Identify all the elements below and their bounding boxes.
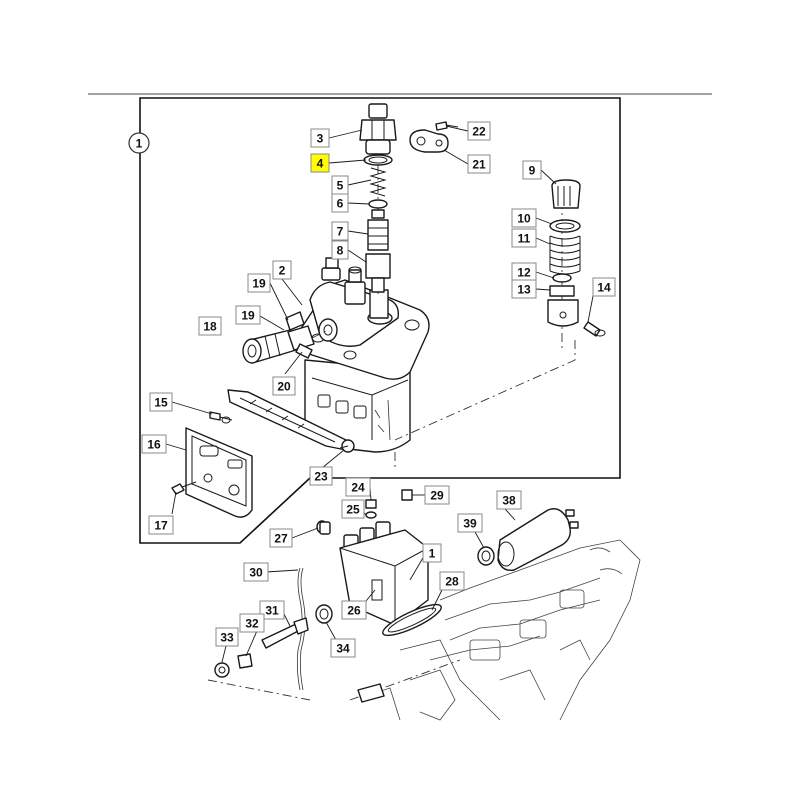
callout-11-text: 11 [518, 232, 531, 246]
callout-26-text: 26 [347, 604, 361, 618]
callout-4-text: 4 [317, 157, 324, 171]
callout-16[interactable]: 16 [141, 434, 167, 454]
group-frame [139, 97, 621, 544]
callout-17-text: 17 [154, 519, 168, 533]
injection-pump-body [298, 257, 430, 470]
callout-1[interactable]: 1 [422, 543, 442, 563]
callout-6-text: 6 [337, 197, 344, 211]
callout-30-text: 30 [249, 566, 263, 580]
callout-1-text: 1 [429, 547, 436, 561]
callout-8[interactable]: 8 [331, 240, 349, 260]
callout-17[interactable]: 17 [148, 515, 174, 535]
callout-11[interactable]: 11 [511, 228, 537, 248]
callout-23[interactable]: 23 [309, 466, 333, 486]
callout-32-text: 32 [245, 617, 259, 631]
callout-20[interactable]: 20 [272, 376, 296, 396]
cover-plate [171, 427, 253, 518]
callout-4[interactable]: 4 [310, 153, 330, 173]
callout-25[interactable]: 25 [341, 499, 365, 519]
callout-24[interactable]: 24 [345, 477, 371, 497]
callout-5-text: 5 [337, 179, 344, 193]
plunger-assembly [394, 179, 606, 441]
callout-15[interactable]: 15 [149, 392, 173, 412]
callout-21[interactable]: 21 [467, 154, 491, 174]
callout-19-lower[interactable]: 19 [235, 305, 261, 325]
inlet-fitting-19 [242, 311, 329, 364]
callout-21-text: 21 [472, 158, 486, 172]
callout-31-text: 31 [265, 604, 279, 618]
callout-19-lower-text: 19 [241, 309, 255, 323]
callout-28-text: 28 [445, 575, 459, 589]
engine-block-outline [357, 539, 641, 721]
callout-6[interactable]: 6 [331, 193, 349, 213]
callout-30[interactable]: 30 [243, 562, 269, 582]
callout-23-text: 23 [314, 470, 328, 484]
lower-pump-assembly [207, 489, 579, 701]
callout-19-upper-text: 19 [252, 277, 266, 291]
callout-7-text: 7 [337, 225, 344, 239]
callout-28[interactable]: 28 [439, 571, 465, 591]
callout-32[interactable]: 32 [239, 613, 265, 633]
group-label-text: 1 [136, 137, 143, 151]
callout-24-text: 24 [351, 481, 365, 495]
callout-12[interactable]: 12 [511, 262, 537, 282]
callout-34[interactable]: 34 [330, 638, 356, 658]
callout-2-text: 2 [279, 264, 286, 278]
callout-25-text: 25 [346, 503, 360, 517]
callout-18[interactable]: 18 [198, 316, 222, 336]
callout-5[interactable]: 5 [331, 175, 349, 195]
callout-9[interactable]: 9 [522, 160, 542, 180]
callout-38[interactable]: 38 [496, 490, 522, 510]
callout-labels: 3 4 5 6 7 8 22 21 9 10 11 12 13 14 2 19 … [141, 121, 616, 658]
callout-12-text: 12 [517, 266, 531, 280]
callout-14-text: 14 [597, 281, 611, 295]
callout-34-text: 34 [336, 642, 350, 656]
callout-13[interactable]: 13 [511, 279, 537, 299]
callout-27-text: 27 [274, 532, 288, 546]
delivery-valve-stack [359, 103, 397, 296]
control-rack [209, 389, 355, 453]
callout-31[interactable]: 31 [259, 600, 285, 620]
callout-19-upper[interactable]: 19 [247, 273, 271, 293]
callout-33-text: 33 [220, 631, 234, 645]
callout-39[interactable]: 39 [457, 513, 483, 533]
callout-33[interactable]: 33 [215, 627, 239, 647]
callout-22-text: 22 [472, 125, 486, 139]
callout-38-text: 38 [502, 494, 516, 508]
callout-16-text: 16 [147, 438, 161, 452]
callout-18-text: 18 [203, 320, 217, 334]
callout-26[interactable]: 26 [341, 600, 367, 620]
callout-29-text: 29 [430, 489, 444, 503]
group-label: 1 [128, 132, 150, 154]
callout-9-text: 9 [529, 164, 536, 178]
callout-15-text: 15 [154, 396, 168, 410]
callout-3-text: 3 [317, 132, 324, 146]
callout-10[interactable]: 10 [511, 208, 537, 228]
callout-14[interactable]: 14 [592, 277, 616, 297]
callout-20-text: 20 [277, 380, 291, 394]
callout-10-text: 10 [517, 212, 531, 226]
callout-2[interactable]: 2 [272, 260, 292, 280]
callout-22[interactable]: 22 [467, 121, 491, 141]
callout-7[interactable]: 7 [331, 221, 349, 241]
callout-13-text: 13 [517, 283, 531, 297]
flange-plate-21 [409, 121, 459, 153]
callout-39-text: 39 [463, 517, 477, 531]
callout-29[interactable]: 29 [424, 485, 450, 505]
callout-3[interactable]: 3 [310, 128, 330, 148]
callout-27[interactable]: 27 [269, 528, 293, 548]
callout-8-text: 8 [337, 244, 344, 258]
